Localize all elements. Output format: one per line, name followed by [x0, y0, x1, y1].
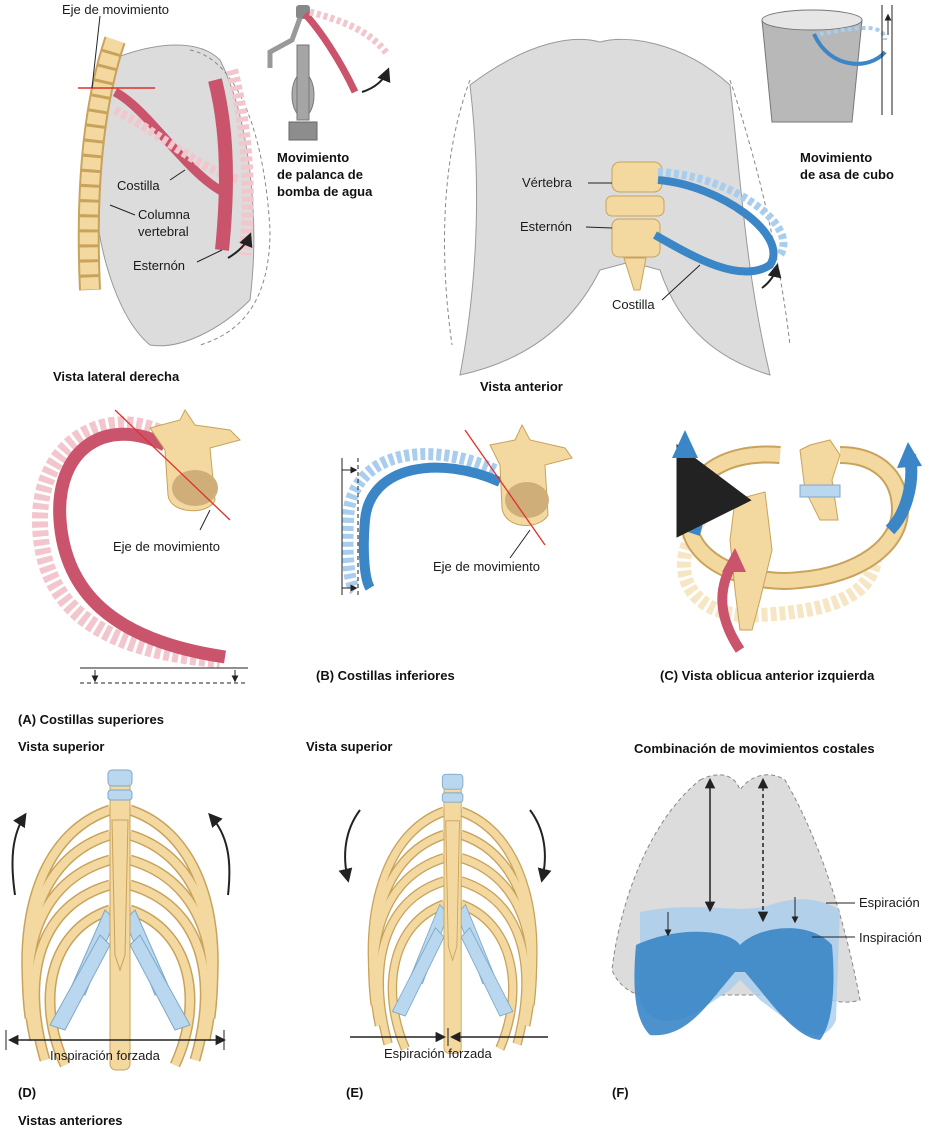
- superior-axis-label-a: Eje de movimiento: [113, 539, 220, 554]
- anterior-vertebra: [605, 161, 665, 291]
- expiration-label: Espiración: [859, 895, 920, 910]
- pump-caption-1: Movimiento: [277, 150, 349, 165]
- anterior-sternum-label: Esternón: [520, 219, 572, 234]
- bucket-illustration: [761, 5, 893, 123]
- water-pump-illustration: [267, 5, 391, 141]
- caption-e: (E): [346, 1085, 363, 1100]
- footer-caption: Vistas anteriores: [18, 1113, 123, 1128]
- inspiration-region: [634, 928, 834, 1040]
- rib-label: Costilla: [117, 178, 160, 193]
- bucket-caption-2: de asa de cubo: [800, 167, 894, 182]
- lateral-sternum: [208, 78, 233, 251]
- lateral-lung-outline: [94, 44, 255, 347]
- superior-rib: [53, 427, 226, 664]
- vertebra-label: Vértebra: [522, 175, 573, 190]
- anterior-rib-label: Costilla: [612, 297, 655, 312]
- spine-label-1: Columna: [138, 207, 191, 222]
- view-caption-anterior: Vista anterior: [480, 379, 563, 394]
- panel-a-superior: Eje de movimiento: [31, 409, 248, 684]
- axis-label: Eje de movimiento: [62, 2, 169, 17]
- sternum-label: Esternón: [133, 258, 185, 273]
- lateral-motion-arrow: [227, 232, 253, 259]
- inspiration-forced-label: Inspiración forzada: [50, 1048, 161, 1063]
- panel-c-oblique: [672, 430, 922, 653]
- pump-caption-2: de palanca de: [277, 167, 363, 182]
- caption-c: (C) Vista oblicua anterior izquierda: [660, 668, 875, 683]
- subcaption-a: Vista superior: [18, 739, 104, 754]
- expiration-forced-label: Espiración forzada: [384, 1046, 492, 1061]
- panel-b-superior: Eje de movimiento: [341, 423, 573, 595]
- inspiration-label: Inspiración: [859, 930, 922, 945]
- superior-rib-raised: [31, 416, 221, 668]
- vertebral-column: [77, 36, 126, 291]
- panel-f-diagram: [611, 774, 861, 1040]
- view-caption-lateral: Vista lateral derecha: [53, 369, 180, 384]
- panel-b-anterior: Vértebra Esternón Costilla Vista anterio…: [444, 38, 791, 394]
- panel-e-ribcage: [338, 774, 552, 1053]
- panel-f-title: Combinación de movimientos costales: [634, 741, 875, 756]
- caption-b: (B) Costillas inferiores: [316, 668, 455, 683]
- lateral-sternum-raised: [226, 68, 254, 256]
- superior-axis-label-b: Eje de movimiento: [433, 559, 540, 574]
- panel-a-lateral: Eje de movimiento Costilla Columna verte…: [53, 2, 271, 384]
- pump-caption-3: bomba de agua: [277, 184, 373, 199]
- spine-label-2: vertebral: [138, 224, 189, 239]
- panel-d-ribcage: [5, 770, 231, 1070]
- caption-d: (D): [18, 1085, 36, 1100]
- caption-a: (A) Costillas superiores: [18, 712, 164, 727]
- bucket-caption-1: Movimiento: [800, 150, 872, 165]
- caption-f: (F): [612, 1085, 629, 1100]
- subcaption-b: Vista superior: [306, 739, 392, 754]
- anterior-rib-raised: [657, 168, 788, 258]
